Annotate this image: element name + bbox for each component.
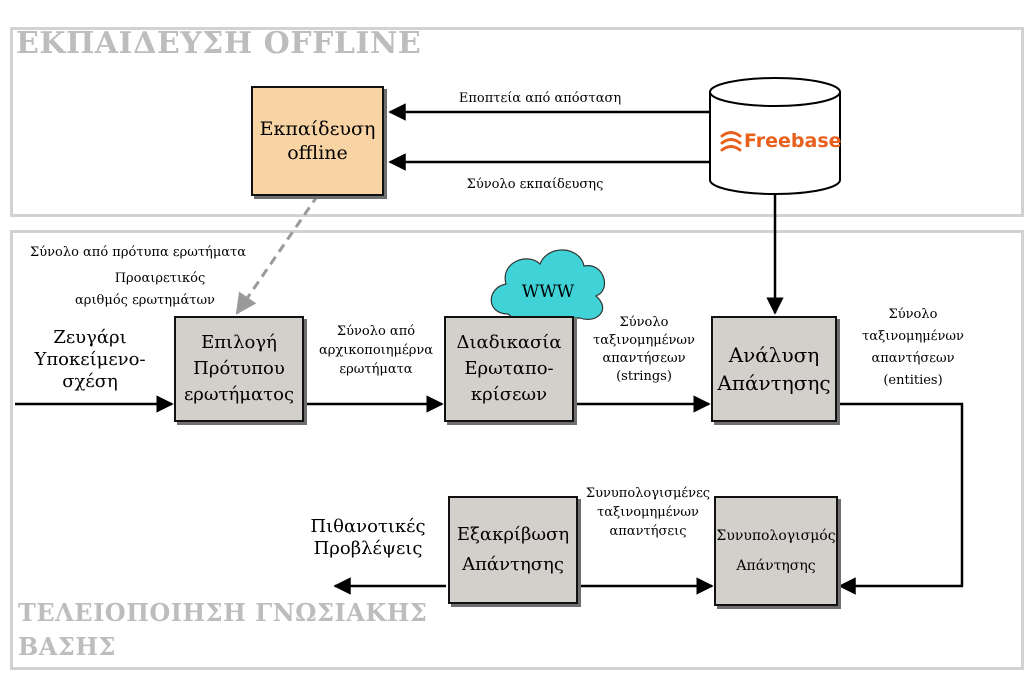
offline-training-panel	[10, 27, 1024, 217]
label-combined-ranked: Συνυπολογισμένες ταξινομημένων απαντήσει…	[578, 484, 718, 541]
qa-box-line2: Ερωταπο-	[464, 358, 554, 379]
ranked-strings-line1: Σύνολο	[619, 315, 669, 330]
label-predictions: Πιθανοτικές Προβλέψεις	[298, 516, 438, 560]
init-q-line3: ερωτήματα	[339, 362, 413, 377]
label-ranked-strings: Σύνολο ταξινομημένων απαντήσεων (strings…	[582, 314, 706, 386]
verification-box-line1: Εξακρίβωση	[456, 524, 570, 545]
answer-verification-box: Εξακρίβωση Απάντησης	[448, 496, 578, 604]
ranked-strings-line2: ταξινομημένων	[593, 333, 695, 348]
verification-box-line2: Απάντησης	[462, 554, 564, 575]
template-box-line2: Πρότυπου	[193, 358, 285, 379]
label-optional: Προαιρετικός	[114, 271, 206, 286]
knowledge-base-panel	[10, 230, 1024, 670]
label-num-questions: αριθμός ερωτημάτων	[75, 293, 215, 308]
ranked-strings-line3: απαντήσεων	[602, 351, 686, 366]
input-pair-line3: σχέση	[62, 371, 118, 392]
training-box-line2: offline	[287, 142, 348, 164]
label-supervision: Εποπτεία από απόσταση	[458, 91, 622, 106]
combined-line1: Συνυπολογισμένες	[585, 486, 711, 501]
ranked-entities-line4: (entities)	[883, 373, 943, 388]
kb-title-line1: ΤΕΛΕΙΟΠΟΙΗΣΗ ΓΝΩΣΙΑΚΗΣ	[18, 598, 428, 627]
input-pair-line1: Ζευγάρι	[53, 327, 127, 348]
www-label: WWW	[521, 282, 575, 302]
arrow-training-templates	[235, 194, 320, 315]
label-input-pair: Ζευγάρι Υποκείμενο- σχέση	[14, 327, 166, 393]
offline-training-box: Εκπαίδευση offline	[251, 86, 384, 196]
ranked-entities-line1: Σύνολο	[888, 307, 938, 322]
template-box-line1: Επιλογή	[201, 332, 277, 353]
qa-box-line1: Διαδικασία	[456, 332, 562, 353]
label-template-set: Σύνολο από πρότυπα ερωτήματα	[30, 245, 247, 260]
ranked-entities-line3: απαντήσεων	[871, 351, 955, 366]
analysis-box-line1: Ανάλυση	[728, 343, 820, 367]
qa-process-box: Διαδικασία Ερωταπο- κρίσεων	[444, 316, 574, 422]
answer-combination-box: Συνυπολογισμός Απάντησης	[714, 496, 838, 606]
predictions-line2: Προβλέψεις	[313, 538, 423, 559]
combination-box-line1: Συνυπολογισμός	[716, 528, 836, 544]
input-pair-line2: Υποκείμενο-	[34, 349, 146, 370]
qa-box-line3: κρίσεων	[470, 384, 548, 405]
combination-box-line2: Απάντησης	[736, 558, 816, 574]
init-q-line1: Σύνολο από	[336, 324, 416, 339]
label-training-set: Σύνολο εκπαίδευσης	[466, 177, 604, 192]
freebase-logo-text: Freebase	[744, 130, 842, 152]
predictions-line1: Πιθανοτικές	[310, 516, 426, 537]
label-ranked-entities: Σύνολο ταξινομημένων απαντήσεων (entitie…	[850, 304, 976, 392]
freebase-database-icon	[709, 77, 841, 195]
template-box-line3: ερωτήματος	[183, 384, 295, 405]
knowledge-base-title: ΤΕΛΕΙΟΠΟΙΗΣΗ ΓΝΩΣΙΑΚΗΣ ΒΑΣΗΣ	[18, 596, 427, 664]
training-box-line1: Εκπαίδευση	[259, 118, 376, 140]
ranked-entities-line2: ταξινομημένων	[862, 329, 964, 344]
ranked-strings-line4: (strings)	[616, 369, 672, 384]
combined-line2: ταξινομημένων	[597, 505, 699, 520]
kb-title-line2: ΒΑΣΗΣ	[18, 632, 117, 661]
init-q-line2: αρχικοποιημέρνα	[318, 343, 434, 358]
answer-analysis-box: Ανάλυση Απάντησης	[711, 316, 837, 422]
arrow-analysis-combination	[838, 402, 964, 595]
template-selection-box: Επιλογή Πρότυπου ερωτήματος	[174, 316, 304, 422]
offline-training-title: ΕΚΠΑΙΔΕΥΣΗ OFFLINE	[16, 26, 422, 61]
analysis-box-line2: Απάντησης	[717, 371, 831, 395]
label-initialized-questions: Σύνολο από αρχικοποιημέρνα ερωτήματα	[316, 322, 436, 379]
combined-line3: απαντήσεις	[609, 524, 687, 539]
